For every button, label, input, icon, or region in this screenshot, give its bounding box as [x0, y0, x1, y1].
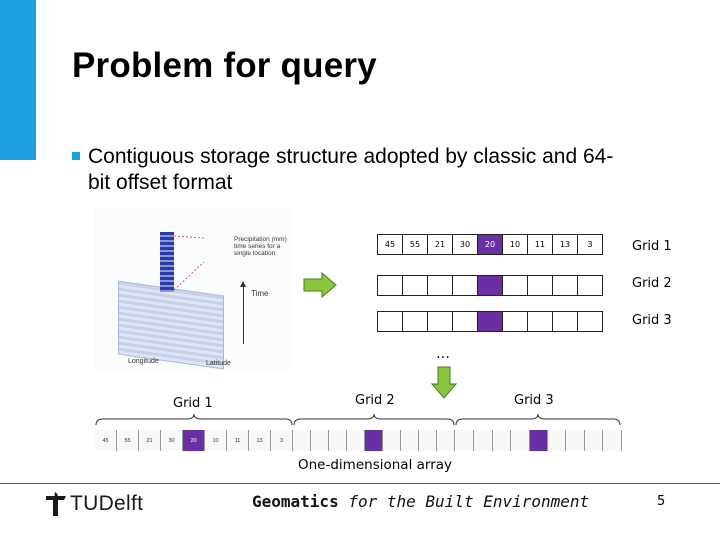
- grid3-cell: [377, 311, 403, 332]
- data-cube-figure: Precipitation (mm) time series for a sin…: [94, 208, 292, 370]
- time-series-column: [160, 232, 174, 292]
- ellipsis: …: [436, 346, 450, 362]
- grid2-cell: [527, 275, 553, 296]
- array-cell: 45: [95, 430, 117, 451]
- grid1-label: Grid 1: [632, 239, 672, 254]
- arrow-right-icon: [303, 272, 337, 298]
- grid3-label: Grid 3: [632, 313, 672, 328]
- array-cell: [293, 430, 311, 451]
- time-axis-arrow: [240, 281, 246, 344]
- array-cell: [311, 430, 329, 451]
- latitude-label: Latitude: [206, 360, 231, 367]
- grid3-cell: [552, 311, 578, 332]
- grid1-cell: 20: [477, 234, 503, 255]
- footer-title-bold: Geomatics: [252, 492, 339, 511]
- array-grid1-label: Grid 1: [173, 396, 213, 411]
- array-cell: 21: [139, 430, 161, 451]
- grid3-row: [377, 311, 603, 332]
- grid2-cell: [477, 275, 503, 296]
- bullet-text: Contiguous storage structure adopted by …: [88, 145, 614, 194]
- array-grid2-label: Grid 2: [355, 393, 395, 408]
- array-cell: [419, 430, 437, 451]
- grid1-cell: 45: [377, 234, 403, 255]
- array-cell: [383, 430, 401, 451]
- array-cell: [401, 430, 419, 451]
- array-cell: [603, 430, 622, 451]
- grid3-cell: [402, 311, 428, 332]
- tudelft-logo-text: TUDelft: [70, 492, 144, 515]
- grid1-cell: 3: [577, 234, 603, 255]
- tudelft-flame-icon: [46, 492, 66, 516]
- grid2-label: Grid 2: [632, 276, 672, 291]
- footer-title-rest: for the Built Environment: [348, 492, 590, 511]
- page-number: 5: [657, 494, 666, 509]
- grid1-cell: 30: [452, 234, 478, 255]
- grid3-cell: [527, 311, 553, 332]
- grid2-brace: [293, 414, 455, 426]
- grid2-cell: [402, 275, 428, 296]
- grid3-brace: [455, 414, 621, 426]
- grid2-cell: [377, 275, 403, 296]
- grid2-cell: [552, 275, 578, 296]
- array-cell: 3: [271, 430, 293, 451]
- grid3-cell: [502, 311, 528, 332]
- array-cell: [474, 430, 493, 451]
- grid1-cell: 10: [502, 234, 528, 255]
- grid1-cell: 11: [527, 234, 553, 255]
- array-cell: [437, 430, 455, 451]
- array-caption: One-dimensional array: [298, 457, 453, 473]
- grid3-cell: [452, 311, 478, 332]
- grid2-cell: [452, 275, 478, 296]
- array-cell: 55: [117, 430, 139, 451]
- accent-bar: [0, 0, 36, 160]
- grid1-cell: 21: [427, 234, 453, 255]
- array-cell: [584, 430, 604, 451]
- array-cell: 11: [227, 430, 249, 451]
- footer-divider: [0, 483, 720, 484]
- array-cell: [566, 430, 585, 451]
- footer-title: Geomatics for the Built Environment: [252, 492, 589, 511]
- bullet-item: Contiguous storage structure adopted by …: [72, 144, 632, 196]
- array-cell: [492, 430, 512, 451]
- array-segment-grid3: [456, 430, 622, 451]
- array-cell: [529, 430, 548, 451]
- array-cell: [456, 430, 475, 451]
- grid3-cell: [427, 311, 453, 332]
- array-cell: 20: [183, 430, 205, 451]
- arrow-down-icon: [431, 366, 457, 399]
- array-cell: 30: [161, 430, 183, 451]
- grid1-brace: [95, 414, 293, 426]
- bullet-square-icon: [72, 152, 80, 160]
- array-cell: [365, 430, 383, 451]
- precip-label: Precipitation (mm) time series for a sin…: [234, 236, 287, 257]
- figure-guides: [173, 234, 205, 291]
- longitude-label: Longitude: [128, 358, 159, 365]
- grid3-cell: [477, 311, 503, 332]
- array-segment-grid2: [293, 430, 455, 451]
- grid2-row: [377, 275, 603, 296]
- slide-title: Problem for query: [72, 46, 377, 85]
- grid1-cell: 55: [402, 234, 428, 255]
- grid2-cell: [502, 275, 528, 296]
- array-cell: [329, 430, 347, 451]
- grid2-cell: [427, 275, 453, 296]
- array-cell: [547, 430, 567, 451]
- time-label: Time: [251, 289, 269, 298]
- grid2-cell: [577, 275, 603, 296]
- array-cell: 10: [205, 430, 227, 451]
- array-cell: [511, 430, 530, 451]
- array-grid3-label: Grid 3: [514, 393, 554, 408]
- grid3-cell: [577, 311, 603, 332]
- array-cell: 13: [249, 430, 271, 451]
- array-cell: [347, 430, 365, 451]
- grid1-cell: 13: [552, 234, 578, 255]
